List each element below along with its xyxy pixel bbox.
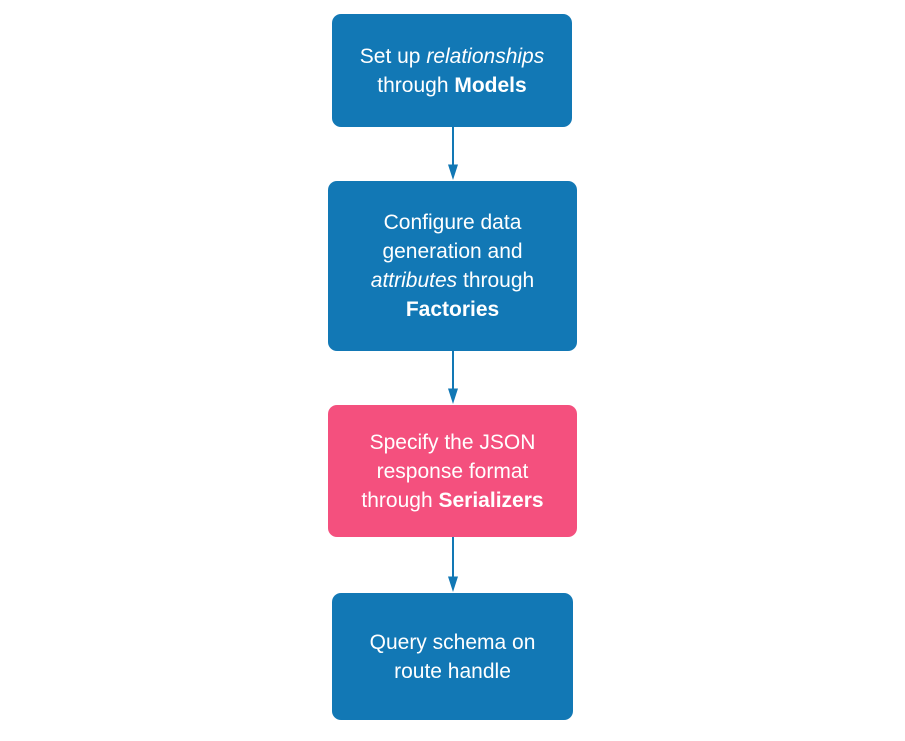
node-text-line: Factories — [405, 298, 500, 321]
arrow-down-icon — [445, 351, 461, 405]
flow-node-factories: Configure data generation and attributes t… — [328, 181, 577, 351]
arrow-down-icon — [445, 127, 461, 181]
node-text-line: Set up relationships — [359, 44, 545, 68]
node-text-line: response format — [376, 459, 529, 483]
arrow-down-icon — [445, 537, 461, 593]
flow-node-serializers: Specify the JSON response format through S… — [328, 405, 577, 537]
node-text-line: Query schema on — [369, 630, 536, 654]
flow-node-models: Set up relationships through Models — [332, 14, 572, 127]
node-text-line: attributes through — [370, 269, 535, 292]
node-text-line: through Serializers — [361, 488, 544, 512]
node-text-line: Specify the JSON — [369, 430, 536, 454]
node-text-line: generation and — [382, 240, 523, 263]
node-text-line: route handle — [394, 659, 511, 683]
node-text-line: through Models — [377, 73, 527, 97]
node-text-line: Configure data — [383, 211, 522, 234]
flow-node-route-handle: Query schema on route handle — [332, 593, 573, 720]
